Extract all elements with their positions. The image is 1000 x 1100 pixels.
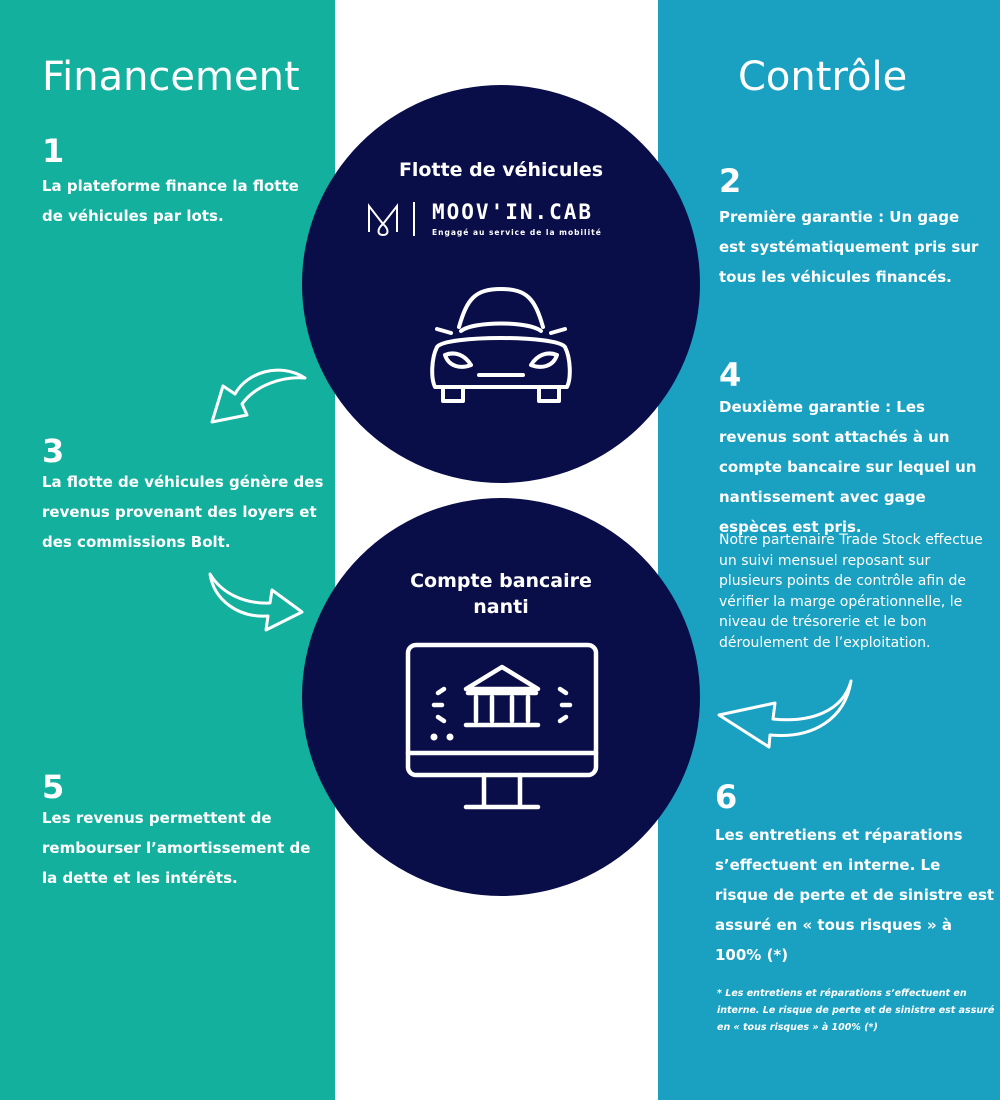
controle-title: Contrôle (738, 54, 908, 100)
step-4-number: 4 (719, 356, 742, 394)
arrow-right-icon (208, 572, 304, 632)
moovin-monogram-icon (368, 203, 398, 237)
fleet-circle: Flotte de véhicules MOOV'IN.CAB Engagé a… (302, 85, 700, 483)
logo-name: MOOV'IN.CAB (432, 200, 594, 224)
bank-monitor-icon (405, 642, 599, 810)
step-2-number: 2 (719, 162, 742, 200)
financement-column: Financement 1 La plateforme finance la f… (0, 0, 335, 1100)
logo-divider (413, 202, 415, 236)
arrow-down-left-icon (210, 368, 307, 424)
bank-title: Compte bancaire nanti (410, 570, 592, 618)
step-4-text: Deuxième garantie : Les revenus sont att… (719, 398, 977, 536)
step-6-number: 6 (715, 778, 738, 816)
bank-circle: Compte bancaire nanti (302, 498, 700, 896)
step-3-number: 3 (42, 432, 65, 470)
step-3-text: La flotte de véhicules génère des revenu… (42, 473, 324, 551)
car-icon (430, 287, 572, 403)
logo-tagline: Engagé au service de la mobilité (432, 228, 602, 237)
step-1-number: 1 (42, 132, 65, 170)
step-5-text: Les revenus permettent de rembourser l’a… (42, 809, 311, 887)
step-2-text: Première garantie : Un gage est systémat… (719, 208, 979, 286)
controle-column: Contrôle 2 Première garantie : Un gage e… (658, 0, 1000, 1100)
financement-title: Financement (42, 54, 300, 100)
moovin-logo: MOOV'IN.CAB Engagé au service de la mobi… (366, 200, 646, 240)
step-4-note: Notre partenaire Trade Stock effectue un… (719, 532, 983, 651)
step-1-text: La plateforme finance la flotte de véhic… (42, 177, 299, 225)
step-6-text: Les entretiens et réparations s’effectue… (715, 826, 995, 964)
step-5-number: 5 (42, 768, 65, 806)
fleet-title: Flotte de véhicules (398, 159, 604, 181)
footnote: * Les entretiens et réparations s’effect… (717, 988, 995, 1033)
arrow-left-icon (717, 679, 853, 749)
